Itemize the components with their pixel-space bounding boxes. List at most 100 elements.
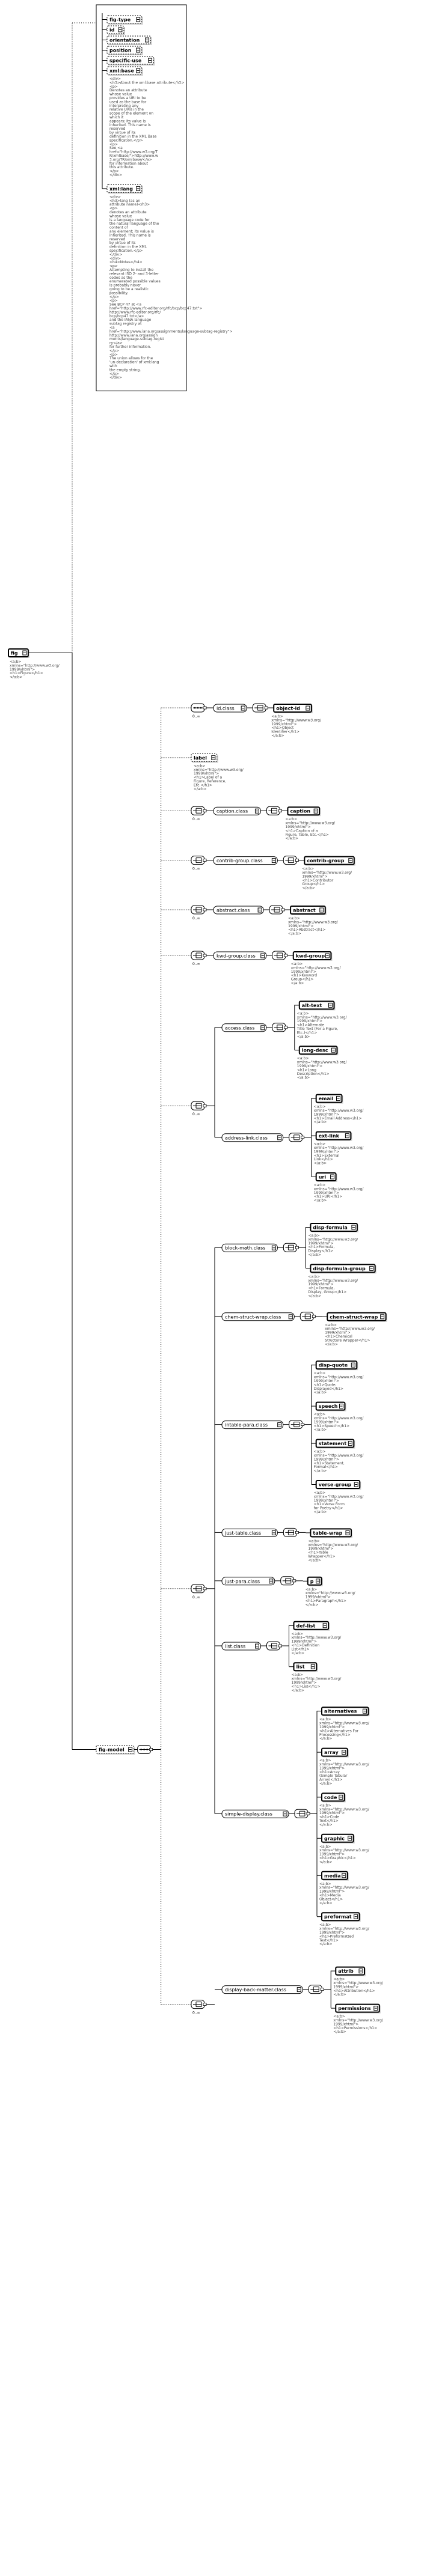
class-choice-address-link.class[interactable]	[289, 1133, 305, 1142]
element-media[interactable]: media	[321, 1871, 349, 1881]
element-array[interactable]: array	[321, 1747, 349, 1758]
element-list[interactable]: list	[293, 1662, 318, 1672]
element-position[interactable]: position	[106, 46, 143, 55]
group-4[interactable]	[191, 905, 207, 915]
element-xml:base[interactable]: xml:base	[106, 66, 143, 76]
group-ref-label: intable-para.class	[225, 1422, 268, 1428]
documentation-line: for further information.	[109, 345, 151, 349]
group-ref-abstract.class[interactable]: abstract.class	[213, 906, 264, 915]
group-ref-access.class[interactable]: access.class	[221, 1023, 267, 1032]
group-ref-kwd-group.class[interactable]: kwd-group.class	[213, 951, 267, 960]
class-choice-kwd-group.class[interactable]	[272, 951, 288, 960]
element-alt-text[interactable]: alt-text	[298, 1000, 336, 1011]
group-ref-label: kwd-group.class	[217, 954, 256, 959]
group-ref-address-link.class[interactable]: address-link.class	[221, 1133, 284, 1142]
element-long-desc[interactable]: long-desc	[298, 1046, 339, 1056]
element-statement[interactable]: statement	[315, 1439, 355, 1449]
group-ref-block-math.class[interactable]: block-math.class	[221, 1243, 278, 1252]
element-orientation[interactable]: orientation	[106, 35, 152, 45]
documentation-line: Structure Wrapper</h1>	[325, 1338, 370, 1342]
element-disp-quote[interactable]: disp-quote	[315, 1360, 358, 1371]
group-ref-just-table.class[interactable]: just-table.class	[221, 1528, 278, 1537]
element-contrib-group[interactable]: contrib-group	[304, 856, 355, 866]
group-ref-just-para.class[interactable]: just-para.class	[221, 1577, 275, 1586]
element-fig-model[interactable]: fig-model	[96, 1745, 135, 1755]
class-choice-intable-para.class[interactable]	[289, 1420, 305, 1430]
documentation-line: </p>	[109, 372, 119, 376]
documentation-line: interpreting any	[109, 104, 139, 108]
element-label: media	[324, 1873, 341, 1878]
element-p[interactable]: p	[307, 1576, 323, 1586]
element-preformat[interactable]: preformat	[321, 1912, 361, 1922]
group-7[interactable]	[191, 1584, 207, 1594]
class-choice-block-math.class[interactable]	[283, 1243, 299, 1252]
element-graphic[interactable]: graphic	[321, 1833, 355, 1844]
documentation-line: 1999/xhtml">	[333, 1985, 358, 1989]
group-ref-intable-para.class[interactable]: intable-para.class	[221, 1420, 284, 1430]
documentation-line: <a:b>	[292, 1632, 304, 1636]
element-email[interactable]: email	[315, 1094, 343, 1104]
documentation-line: <a:b>	[314, 1142, 326, 1146]
documentation-label: <a:b>xmlns="http://www.w3.org/1999/xhtml…	[194, 764, 244, 791]
element-permissions[interactable]: permissions	[335, 2003, 381, 2014]
class-choice-simple-display.class[interactable]	[294, 1809, 310, 1818]
element-alternatives[interactable]: alternatives	[321, 1707, 370, 1717]
class-choice-abstract.class[interactable]	[269, 905, 285, 915]
element-ext-link[interactable]: ext-link	[315, 1131, 352, 1141]
class-choice-just-para.class[interactable]	[280, 1576, 296, 1586]
class-choice-list.class[interactable]	[266, 1641, 282, 1651]
element-uri[interactable]: uri	[315, 1172, 337, 1182]
group-5[interactable]	[191, 951, 207, 960]
element-label: p	[310, 1579, 314, 1584]
element-object-id[interactable]: object-id	[273, 704, 313, 713]
class-choice-id.class[interactable]	[252, 703, 268, 713]
element-caption[interactable]: caption	[287, 806, 321, 817]
element-fig[interactable]: fig	[8, 648, 29, 658]
group-ref-contrib-group.class[interactable]: contrib-group.class	[213, 856, 278, 865]
group-2[interactable]	[191, 806, 207, 815]
class-choice-contrib-group.class[interactable]	[283, 856, 299, 865]
class-choice-just-table.class[interactable]	[283, 1527, 299, 1537]
element-chem-struct-wrap[interactable]: chem-struct-wrap	[327, 1312, 387, 1322]
documentation-line: attribute name)</h3>	[109, 202, 150, 207]
element-label: email	[319, 1096, 334, 1101]
class-choice-display-back-matter.class[interactable]	[308, 1985, 324, 1994]
group-ref-display-back-matter.class[interactable]: display-back-matter.class	[221, 1985, 303, 1994]
documentation-line: </a:b>	[325, 1342, 338, 1347]
element-disp-formula-group[interactable]: disp-formula-group	[310, 1264, 376, 1274]
documentation-line: xmlns="http://www.w3.org/	[314, 1454, 364, 1458]
class-choice-access.class[interactable]	[272, 1023, 288, 1032]
group-6[interactable]	[191, 1101, 207, 1110]
class-choice-caption.class[interactable]	[266, 806, 282, 815]
group-ref-caption.class[interactable]: caption.class	[213, 806, 261, 815]
group-8[interactable]	[191, 2000, 207, 2009]
group-3[interactable]	[191, 856, 207, 865]
element-kwd-group[interactable]: kwd-group	[292, 951, 333, 961]
element-id[interactable]: id	[106, 25, 125, 35]
element-def-list[interactable]: def-list	[293, 1621, 330, 1631]
group-ref-simple-display.class[interactable]: simple-display.class	[221, 1809, 289, 1818]
element-label[interactable]: label	[191, 753, 218, 763]
element-attrib[interactable]: attrib	[335, 1966, 366, 1976]
group-ref-list.class[interactable]: list.class	[221, 1642, 261, 1651]
documentation-line: </p>	[109, 349, 119, 353]
element-table-wrap[interactable]: table-wrap	[310, 1528, 352, 1538]
documentation-line: Object</h1>	[319, 1897, 343, 1901]
documentation-line: <a:b>	[288, 916, 300, 921]
model-sequence[interactable]	[137, 1745, 153, 1754]
element-xml:lang[interactable]: xml:lang	[106, 184, 143, 194]
class-choice-chem-struct-wrap.class[interactable]	[299, 1312, 316, 1321]
element-disp-formula[interactable]: disp-formula	[310, 1223, 358, 1232]
element-fig-type[interactable]: fig-type	[106, 15, 143, 25]
element-code[interactable]: code	[321, 1792, 346, 1803]
group-ref-id.class[interactable]: id.class	[213, 704, 247, 713]
group-ref-chem-struct-wrap.class[interactable]: chem-struct-wrap.class	[221, 1312, 295, 1321]
element-speech[interactable]: speech	[315, 1401, 346, 1411]
group-ref-label: just-table.class	[224, 1530, 261, 1536]
element-label: fig-type	[109, 17, 131, 23]
group-0[interactable]	[191, 703, 207, 713]
element-verse-group[interactable]: verse-group	[315, 1480, 361, 1490]
element-abstract[interactable]: abstract	[290, 906, 327, 915]
element-specific-use[interactable]: specific-use	[106, 56, 155, 65]
documentation-line: <a:b>	[292, 1673, 304, 1677]
